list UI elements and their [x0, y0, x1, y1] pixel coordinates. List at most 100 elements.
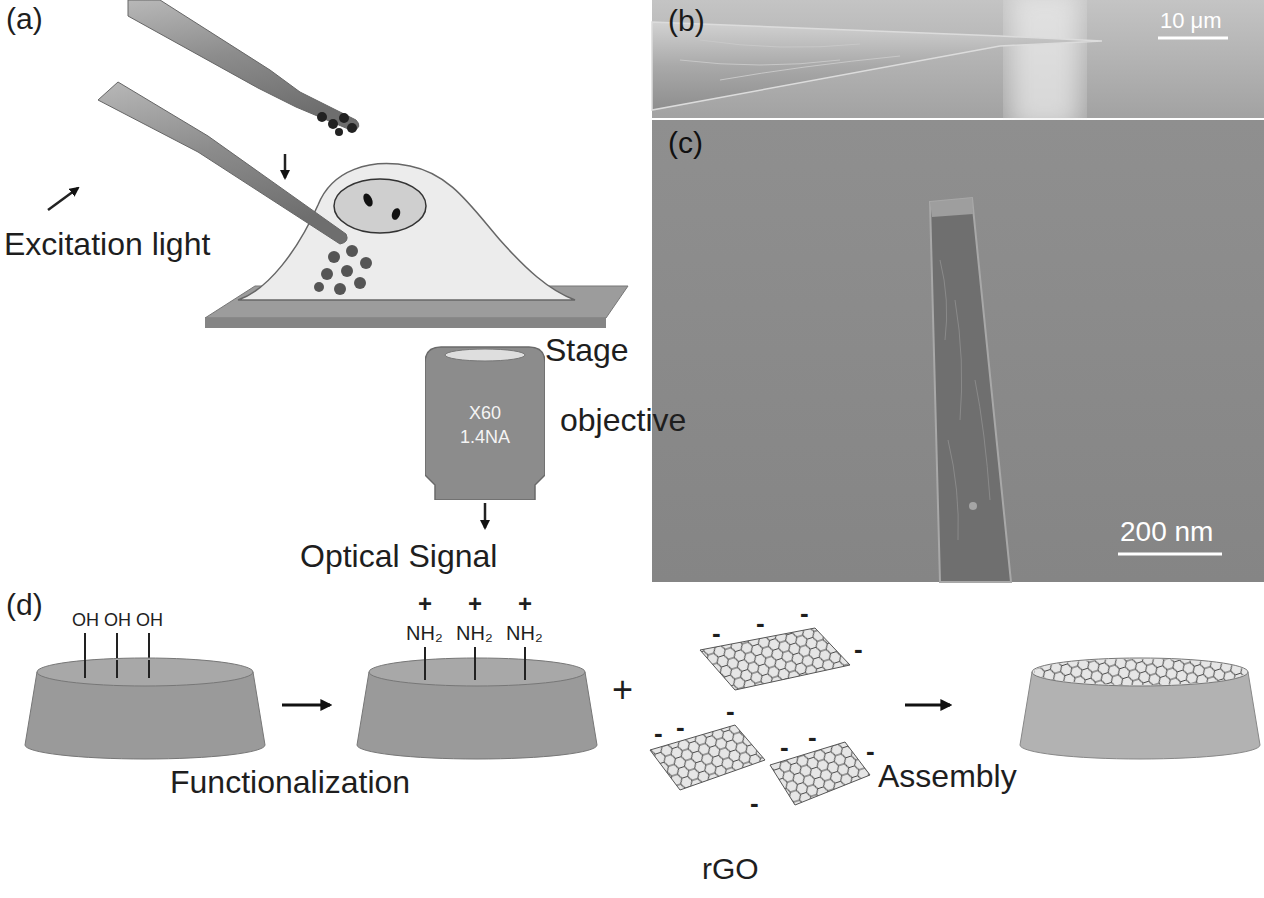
plus-sign-holder: + — [612, 672, 633, 708]
nanopipette — [98, 82, 347, 244]
charge-sign-holder: - — [808, 724, 817, 750]
disk-top — [37, 658, 253, 686]
charge-sign: - — [750, 788, 759, 818]
charge-sign-holder: + — [468, 592, 482, 616]
group-label-holder: OH — [104, 610, 131, 631]
charge-sign-holder: - — [780, 734, 789, 760]
charge-sign: - — [712, 618, 721, 648]
nanoparticles — [317, 112, 357, 136]
material-label-holder: rGO — [702, 852, 759, 887]
charge-sign: - — [866, 736, 875, 766]
step-label: Assembly — [878, 758, 1017, 794]
cell — [238, 164, 575, 300]
charge-sign-holder: - — [654, 720, 663, 746]
charge-sign: + — [518, 590, 532, 617]
scale-label: 10 μm — [1160, 8, 1222, 33]
numerical-aperture-holder: 1.4NA — [425, 427, 545, 448]
charge-sign-holder: + — [418, 592, 432, 616]
sem-glow — [1010, 0, 1080, 130]
scale-label: 200 nm — [1120, 516, 1213, 547]
nucleus — [334, 179, 426, 233]
charge-sign-holder: + — [518, 592, 532, 616]
charge-sign-holder: - — [854, 636, 863, 662]
charge-sign-holder: - — [756, 610, 765, 636]
charge-sign: - — [676, 712, 685, 742]
step-arrow — [905, 704, 950, 707]
caption-label: objective — [560, 402, 686, 438]
rod-end-face — [930, 198, 973, 217]
nucleolus — [390, 207, 402, 221]
charge-sign: - — [654, 718, 663, 748]
charge-sign: + — [468, 590, 482, 617]
panel-letter-holder: (c) — [668, 126, 703, 161]
caption-label: Optical Signal — [300, 538, 497, 574]
step-arrow — [282, 704, 330, 707]
sem-background — [652, 120, 1264, 582]
charge-sign-holder: - — [726, 698, 735, 724]
charge-sign-holder: - — [866, 738, 875, 764]
group-label: NH₂ — [406, 622, 443, 644]
charge-sign: - — [756, 608, 765, 638]
charge-sign: - — [780, 732, 789, 762]
panel-letter: (a) — [6, 2, 43, 35]
caption-label-holder: Optical Signal — [300, 538, 497, 575]
sem-background — [652, 0, 1264, 118]
panel-letter-holder: (d) — [6, 588, 43, 623]
objective-aperture — [445, 349, 525, 361]
signal-arrow — [484, 503, 487, 528]
panel-letter: (b) — [668, 4, 705, 37]
charge-sign: - — [854, 634, 863, 664]
objective-lens: X60 1.4NA — [425, 345, 545, 500]
group-label: OH — [104, 610, 131, 630]
caption-label-holder: Stage — [545, 332, 629, 369]
plus-sign: + — [612, 669, 633, 710]
group-label: NH₂ — [456, 622, 493, 644]
group-label-holder: NH₂ — [406, 622, 443, 645]
charge-sign: - — [726, 696, 735, 726]
caption-label: Excitation light — [4, 226, 210, 262]
group-label-holder: OH — [136, 610, 163, 631]
rgo-sheet — [650, 725, 765, 790]
oh-bonds — [85, 660, 149, 678]
stage-edge — [205, 318, 606, 328]
released-particles — [314, 245, 372, 295]
scale-label-holder: 200 nm — [1120, 516, 1213, 548]
disk-top — [369, 658, 585, 686]
charge-sign-holder: - — [750, 790, 759, 816]
caption-label-holder: objective — [560, 402, 686, 439]
rgo-coating — [1034, 659, 1246, 685]
sem-panel: (c) 200 nm — [652, 120, 1264, 582]
panel-letter: (c) — [668, 126, 703, 159]
pipette-tip-rod — [930, 198, 1011, 582]
group-label-holder: NH₂ — [456, 622, 493, 645]
magnification: X60 — [469, 403, 501, 423]
magnification-holder: X60 — [425, 403, 545, 424]
step-label-holder: Functionalization — [170, 764, 410, 801]
down-arrow — [284, 154, 287, 178]
step-label: Functionalization — [170, 764, 410, 800]
group-label-holder: OH — [72, 610, 99, 631]
group-label-holder: NH₂ — [506, 622, 543, 645]
scale-bar — [1118, 553, 1222, 556]
surface-wrinkles — [940, 260, 990, 540]
scale-label-holder: 10 μm — [1160, 8, 1222, 33]
nucleolus — [361, 192, 374, 208]
caption-label: Stage — [545, 332, 629, 368]
pipette-needle — [652, 22, 1102, 110]
panel-letter-holder: (a) — [6, 2, 43, 37]
surface-wrinkles — [680, 40, 900, 80]
rgo-sheet — [700, 628, 850, 690]
charge-sign: - — [800, 598, 809, 628]
numerical-aperture: 1.4NA — [460, 427, 510, 447]
amine-bonds — [425, 647, 525, 680]
group-label: NH₂ — [506, 622, 543, 644]
charge-sign-holder: - — [676, 714, 685, 740]
charge-sign-holder: - — [712, 620, 721, 646]
material-label: rGO — [702, 852, 759, 885]
charge-sign-holder: - — [800, 600, 809, 626]
panel-letter-holder: (b) — [668, 4, 705, 39]
scale-bar — [1158, 37, 1228, 40]
charge-sign: - — [808, 722, 817, 752]
objective-outline — [425, 347, 545, 500]
